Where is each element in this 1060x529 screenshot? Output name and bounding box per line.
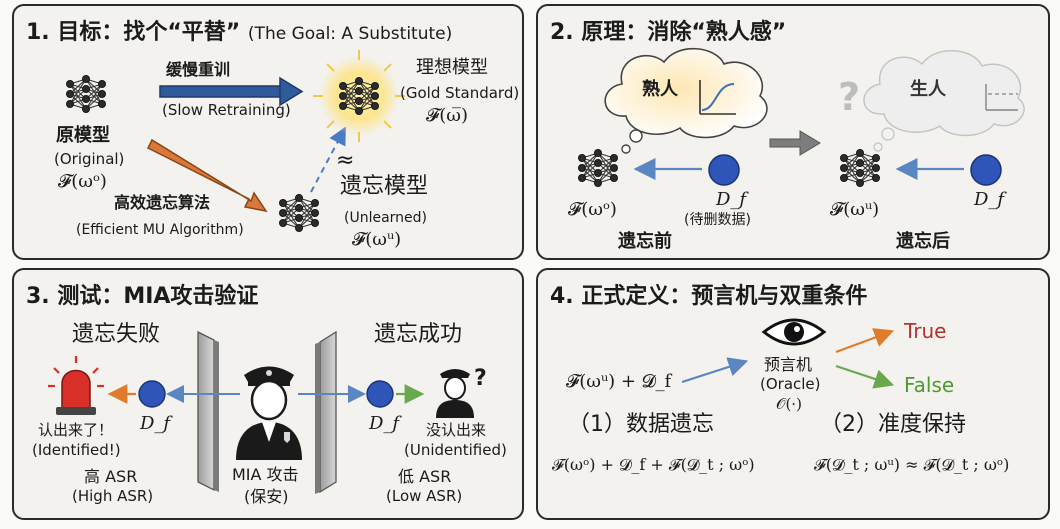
panel-test: 3. 测试：MIA攻击验证 <box>12 268 524 520</box>
identified-label-en: (Identified!) <box>32 441 121 459</box>
data-circle-icon <box>708 154 740 186</box>
fail-data-label: D_f <box>140 413 171 434</box>
bubble-right-text: 生人 <box>910 79 946 100</box>
glow-rays <box>313 50 405 142</box>
ideal-formula: 𝓕(ω̅) <box>426 105 469 126</box>
oracle-label: 预言机 <box>764 355 813 374</box>
unlearned-label-en: (Unlearned) <box>344 210 428 226</box>
original-network-icon <box>66 75 107 114</box>
slow-retraining-label: 缓慢重训 <box>166 60 231 79</box>
panel-title: 1. 目标：找个“平替” (The Goal: A Substitute) <box>26 14 452 46</box>
low-asr: 低 ASR <box>398 467 452 486</box>
success-heading: 遗忘成功 <box>374 322 463 347</box>
guard-icon <box>236 366 302 460</box>
fail-heading: 遗忘失败 <box>72 322 161 347</box>
panel-goal: 1. 目标：找个“平替” (The Goal: A Substitute) <box>12 4 524 260</box>
transition-arrow <box>769 130 821 156</box>
condition-1: （1）数据遗忘 <box>568 412 714 437</box>
panel1-graphics <box>146 50 405 213</box>
input-formula: 𝓕(ωᵘ) + 𝓓_f <box>566 371 672 392</box>
panel-title: 2. 原理：消除“熟人感” <box>550 20 787 45</box>
slow-retraining-label-en: (Slow Retraining) <box>162 101 291 119</box>
unlearned-label: 遗忘模型 <box>340 174 429 199</box>
input-arrow <box>681 357 749 384</box>
unlearned-network-icon <box>278 193 319 232</box>
panel-principle: 2. 原理：消除“熟人感” <box>536 4 1050 260</box>
oracle-label-en: (Oracle) <box>760 375 821 393</box>
high-asr: 高 ASR <box>84 467 138 486</box>
after-data-label: D_f <box>974 189 1005 210</box>
success-data-label: D_f <box>369 413 400 434</box>
low-asr-en: (Low ASR) <box>386 487 463 505</box>
panel2-graphics <box>604 47 1025 186</box>
bubble-left-text: 熟人 <box>642 79 678 100</box>
guard-label-sub: (保安) <box>244 487 289 506</box>
algo-label-en: (Efficient MU Algorithm) <box>76 222 244 238</box>
slow-retraining-arrow <box>159 76 304 107</box>
unidentified-label-en: (Unidentified) <box>404 441 507 459</box>
question-mark-icon: ? <box>474 366 487 391</box>
shield-wall-icon <box>315 330 337 494</box>
false-label: False <box>904 373 955 397</box>
condition-1-formula: 𝓕(ωᵒ) + 𝓓_f + 𝓕(𝓓_t ; ωᵒ) <box>552 455 755 474</box>
after-caption: 遗忘后 <box>896 231 950 252</box>
panel-title: 3. 测试：MIA攻击验证 <box>26 284 259 309</box>
before-network-icon <box>578 148 619 187</box>
shield-wall-icon <box>197 330 219 492</box>
unlearned-formula: 𝓕(ωᵘ) <box>352 229 402 250</box>
efficient-algorithm-arrow <box>146 138 268 213</box>
ideal-label: 理想模型 <box>416 57 488 78</box>
siren-icon <box>48 356 104 415</box>
ideal-label-en: (Gold Standard) <box>400 84 520 102</box>
data-circle-icon <box>970 154 1002 186</box>
original-label-en: (Original) <box>54 150 125 168</box>
data-circle-icon <box>138 380 166 408</box>
before-data-label: D_f <box>716 189 747 210</box>
oracle-symbol: 𝒪(·) <box>776 395 802 413</box>
panel-definition: 4. 正式定义：预言机与双重条件 𝓕(ωᵘ) + 𝓓_f 预言机 (Oracle… <box>536 268 1050 520</box>
question-mark-icon: ? <box>838 75 861 119</box>
panel-title: 4. 正式定义：预言机与双重条件 <box>550 284 868 309</box>
panel3-graphics <box>48 330 474 494</box>
high-asr-en: (High ASR) <box>72 487 154 505</box>
ideal-network-icon <box>338 77 379 116</box>
original-formula: 𝓕(ωᵒ) <box>58 171 107 192</box>
panel4-graphics <box>681 318 895 389</box>
approx-symbol: ≈ <box>336 148 355 173</box>
guard-icon <box>436 369 474 418</box>
gold-glow <box>319 56 399 136</box>
title-subtitle: (The Goal: A Substitute) <box>247 24 453 44</box>
thought-bubble-left-icon <box>604 47 768 154</box>
true-arrow <box>835 328 895 354</box>
title-text: 1. 目标：找个“平替” <box>26 20 241 45</box>
guard-label: MIA 攻击 <box>232 465 299 484</box>
before-caption: 遗忘前 <box>618 231 672 252</box>
unidentified-label: 没认出来 <box>426 421 487 439</box>
algo-label: 高效遗忘算法 <box>114 193 211 212</box>
approx-dashed-arrow <box>310 126 346 193</box>
original-label: 原模型 <box>56 125 110 146</box>
true-label: True <box>904 319 947 343</box>
before-data-note: (待删数据) <box>684 212 751 228</box>
false-arrow <box>835 364 895 389</box>
thought-bubble-right-icon <box>863 50 1025 152</box>
before-formula: 𝓕(ωᵒ) <box>568 199 617 220</box>
after-network-icon <box>839 148 880 187</box>
eye-icon <box>761 318 827 346</box>
condition-2: （2）准度保持 <box>820 412 966 437</box>
after-formula: 𝓕(ωᵘ) <box>830 199 880 220</box>
identified-label: 认出来了！ <box>38 421 114 439</box>
condition-2-formula: 𝓕(𝓓_t ; ωᵘ) ≈ 𝓕(𝓓_t ; ωᵒ) <box>814 455 1010 474</box>
data-circle-icon <box>366 380 394 408</box>
